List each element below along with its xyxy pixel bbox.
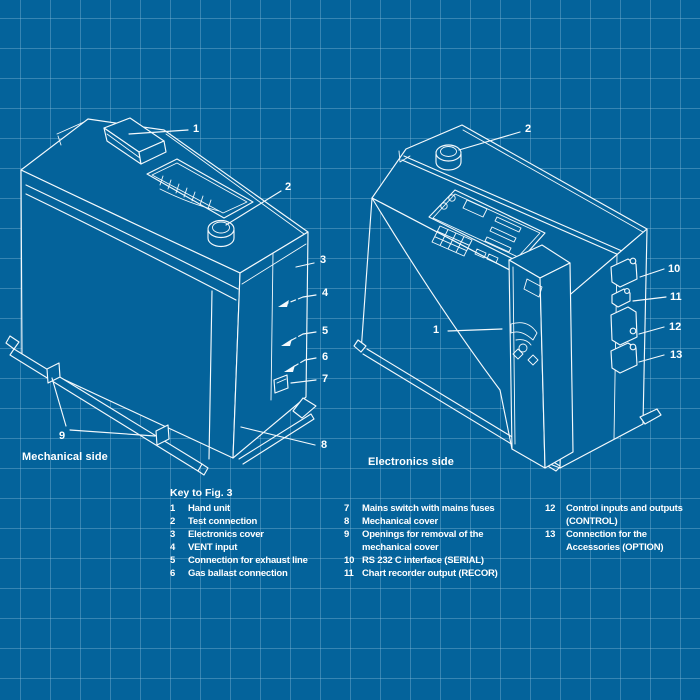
test-connection-port (207, 219, 235, 248)
callout-5: 5 (322, 325, 328, 337)
connector-option (610, 342, 638, 374)
hand-unit-speaker (510, 322, 538, 346)
panel-keypad (431, 225, 473, 257)
arrowhead-5 (281, 339, 292, 346)
callout-2: 2 (285, 181, 291, 193)
mech-right-face (232, 231, 309, 459)
callout-10: 10 (668, 263, 680, 275)
hand-unit-docked (508, 244, 574, 469)
connector-serial (610, 257, 638, 288)
connector-control (610, 306, 638, 346)
callout-2-elec: 2 (525, 123, 531, 135)
panel-knob (448, 194, 456, 202)
mechanical-side-label: Mechanical side (22, 451, 108, 463)
callout-12: 12 (669, 321, 681, 333)
control-panel (428, 189, 546, 264)
callout-6: 6 (322, 351, 328, 363)
callout-8: 8 (321, 439, 327, 451)
elec-rear-foot (639, 408, 662, 425)
callout-1: 1 (193, 123, 199, 135)
arrowhead-6 (284, 365, 295, 372)
callout-13: 13 (670, 349, 682, 361)
key-item: Accessories (OPTION) (566, 542, 664, 553)
callout-3: 3 (320, 254, 326, 266)
callout-7: 7 (322, 373, 328, 385)
cover-opening-a (46, 362, 61, 384)
connector-recorder (611, 288, 631, 308)
mech-leader-lines (51, 129, 317, 446)
test-connection-port-2 (435, 144, 462, 171)
brand-logo-plate (146, 158, 254, 219)
panel-knob (440, 202, 448, 210)
key-item: mechanical cover (362, 542, 439, 553)
key-item: (CONTROL) (566, 516, 618, 527)
key-title: Key to Fig. 3 (170, 487, 233, 499)
electronics-side-label: Electronics side (368, 456, 454, 468)
arrowhead-4 (278, 300, 289, 307)
mech-foot (292, 397, 317, 419)
callout-1-elec: 1 (433, 324, 439, 336)
electronics-side-drawing: 1 2 10 11 12 13 (353, 123, 682, 472)
hand-unit-display (523, 278, 543, 298)
callout-9: 9 (59, 430, 65, 442)
cover-opening-b (155, 424, 170, 446)
panel-display (462, 199, 488, 218)
elec-leader-lines (447, 131, 667, 363)
callout-4: 4 (322, 287, 329, 299)
callout-11: 11 (670, 291, 682, 303)
hand-unit-stowed (103, 117, 167, 165)
mechanical-side-drawing: 1 2 3 4 5 6 7 8 9 (5, 117, 329, 476)
